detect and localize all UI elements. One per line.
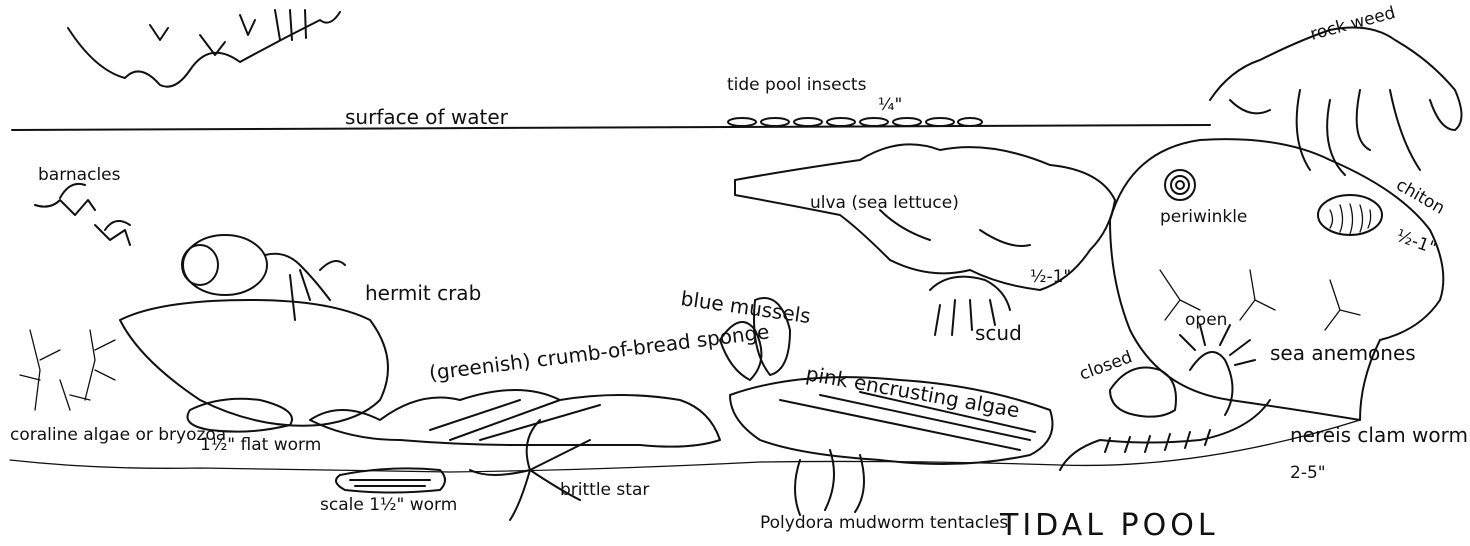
rock-weed [1210, 28, 1462, 175]
insects-size-label: ¼" [878, 95, 902, 115]
tide-pool-insects [728, 118, 982, 126]
rockweed-label: rock weed [1308, 3, 1397, 45]
barnacles [35, 184, 130, 245]
polydora-label: Polydora mudworm tentacles [760, 513, 1008, 533]
scale-worm-label: scale 1½" worm [320, 495, 457, 515]
periwinkle [1165, 170, 1195, 200]
surface-label: surface of water [345, 105, 509, 129]
insects-label: tide pool insects [727, 75, 867, 95]
ulva-label: ulva (sea lettuce) [810, 193, 959, 213]
nereis-worm [1060, 400, 1270, 470]
chiton [1318, 195, 1382, 235]
nereis-size-label: 2-5" [1290, 463, 1326, 483]
water-surface-line [12, 125, 1210, 130]
chiton-label: chiton [1393, 175, 1449, 219]
sea-anemones-label: sea anemones [1270, 341, 1416, 365]
closed-label: closed [1077, 347, 1135, 384]
diagram-title: TIDAL POOL [999, 508, 1219, 543]
coraline-algae [20, 330, 115, 410]
crumb-sponge-label: (greenish) crumb-of-bread sponge [428, 319, 771, 385]
scud-label: scud [975, 321, 1022, 345]
flatworm-label: 1½" flat worm [200, 435, 321, 455]
sea-anemones [1110, 325, 1255, 417]
hermit-crab-label: hermit crab [365, 281, 481, 305]
barnacles-label: barnacles [38, 165, 121, 185]
brittle-star-label: brittle star [560, 480, 649, 500]
hermit-crab [182, 235, 345, 320]
polydora-tentacles [795, 450, 864, 515]
coraline-label: coraline algae or bryozoa [10, 425, 226, 445]
nereis-label: nereis clam worm [1290, 423, 1468, 447]
open-label: open [1185, 310, 1227, 330]
crumb-sponge [310, 390, 720, 447]
rock-left [120, 300, 388, 426]
shoreline-sketch [68, 10, 340, 87]
periwinkle-label: periwinkle [1160, 207, 1247, 227]
chiton-size-label: ½-1" [1393, 226, 1439, 259]
scud-size-label: ½-1" [1030, 267, 1071, 287]
rock-right [1110, 139, 1443, 420]
